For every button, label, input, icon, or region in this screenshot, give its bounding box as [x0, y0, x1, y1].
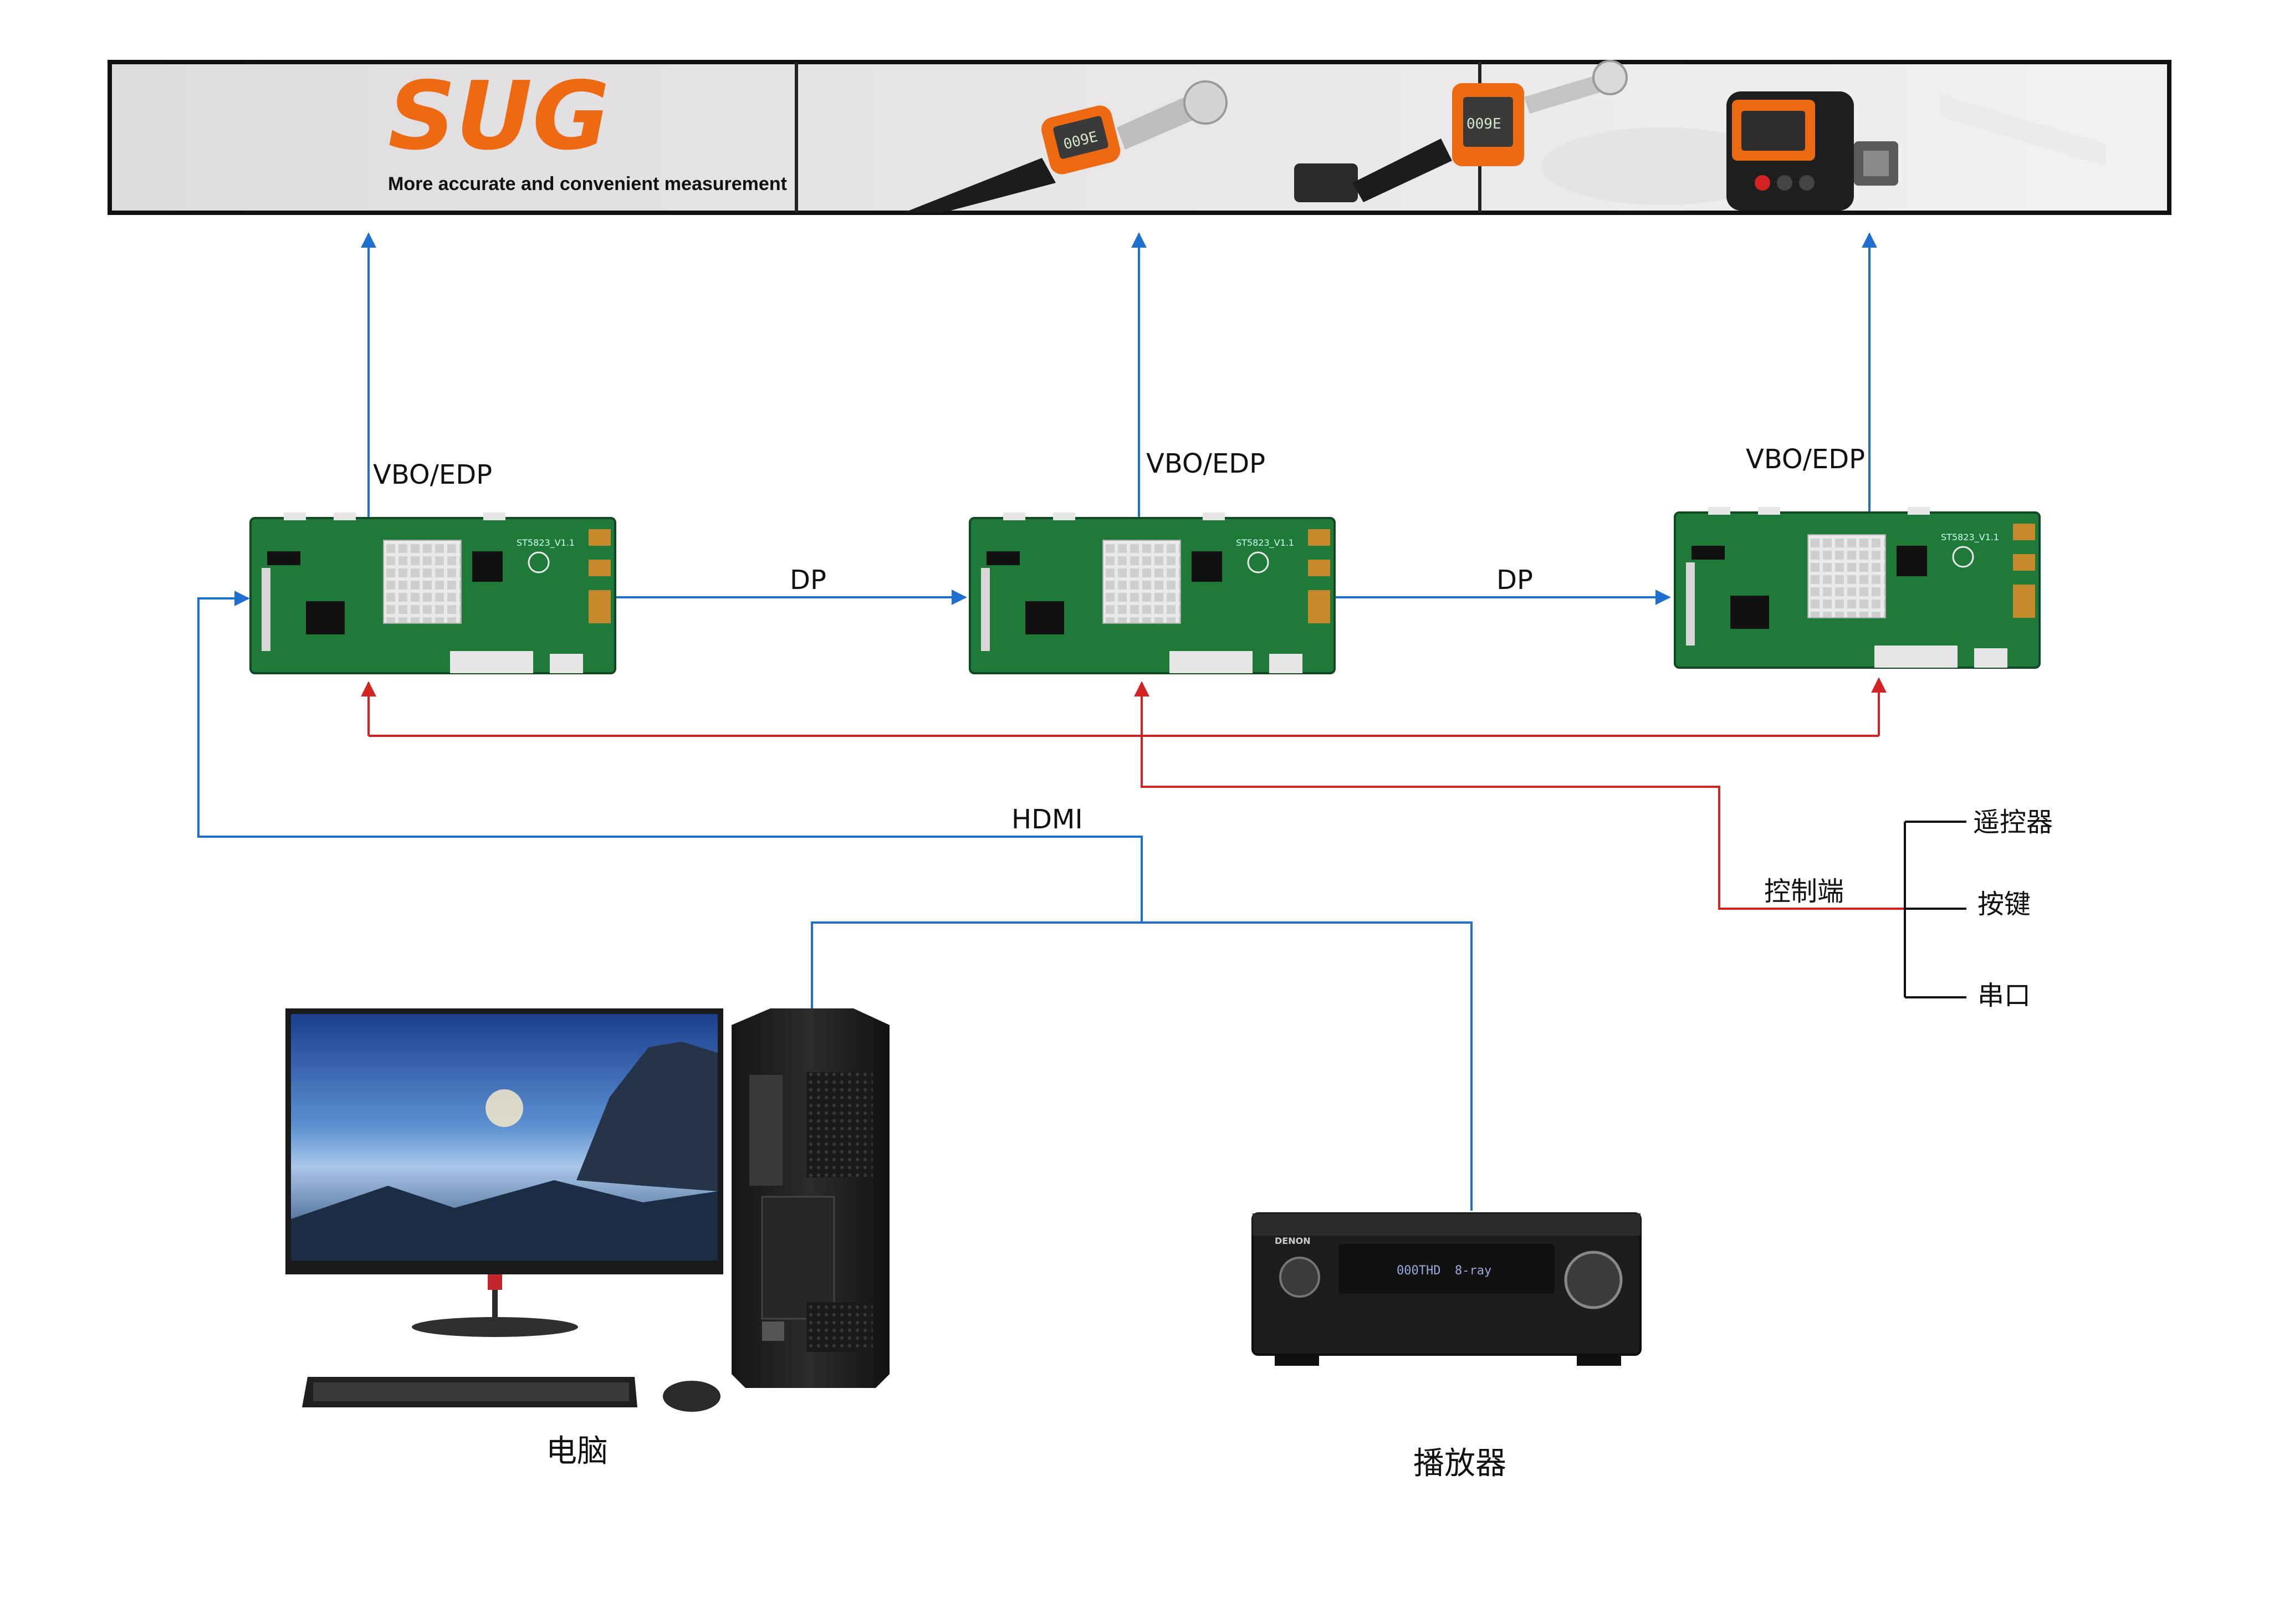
- stretched-display-banner: SUG More accurate and convenient measure…: [108, 60, 2171, 215]
- wrench-2-readout: 009E: [1466, 116, 1501, 132]
- control-options-bracket: [1904, 821, 1966, 998]
- computer-illustration: [285, 1008, 890, 1412]
- banner-tagline: More accurate and convenient measurement: [388, 173, 787, 194]
- player-label: 播放器: [1413, 1446, 1506, 1482]
- player-display-line-2: 8-ray: [1455, 1264, 1491, 1278]
- torque-wrench-image-1: 009E: [903, 80, 1228, 213]
- computer-label: 电脑: [546, 1433, 608, 1469]
- board-2-output-label: VBO/EDP: [1146, 448, 1265, 479]
- control-line-2: [1134, 681, 1964, 910]
- controller-board-3: ST5823_V1.1: [1674, 507, 2041, 669]
- mouse: [663, 1381, 720, 1412]
- controller-board-2: ST5823_V1.1: [969, 513, 1336, 674]
- player-left-knob: [1279, 1257, 1320, 1298]
- board-1-silkscreen: ST5823_V1.1: [517, 537, 575, 549]
- control-option-remote: 遥控器: [1973, 807, 2053, 838]
- dp-label-2: DP: [1496, 565, 1533, 596]
- hdmi-line: [197, 591, 1143, 923]
- hdmi-source-bus: [811, 921, 1473, 1211]
- brand-logo: SUG: [388, 62, 610, 171]
- control-option-buttons: 按键: [1977, 889, 2031, 920]
- board-2-silkscreen: ST5823_V1.1: [1236, 537, 1294, 549]
- board-1-output-label: VBO/EDP: [373, 459, 492, 490]
- control-end-label: 控制端: [1764, 876, 1844, 907]
- controller-board-1: ST5823_V1.1: [249, 513, 616, 674]
- player-display-line-1: 000THD: [1397, 1264, 1440, 1278]
- dp-label-1: DP: [790, 565, 826, 596]
- player-volume-knob: [1564, 1251, 1623, 1309]
- control-option-serial: 串口: [1977, 980, 2031, 1011]
- av-player-illustration: DENON 000THD 8-ray: [1251, 1212, 1642, 1366]
- board-3-output-label: VBO/EDP: [1746, 444, 1865, 475]
- torque-tester-image: [1541, 91, 2106, 211]
- hdmi-label: HDMI: [1011, 804, 1083, 835]
- player-brand: DENON: [1275, 1236, 1311, 1246]
- torque-wrench-image-2: 009E: [1294, 60, 1628, 202]
- board-3-silkscreen: ST5823_V1.1: [1941, 532, 1999, 543]
